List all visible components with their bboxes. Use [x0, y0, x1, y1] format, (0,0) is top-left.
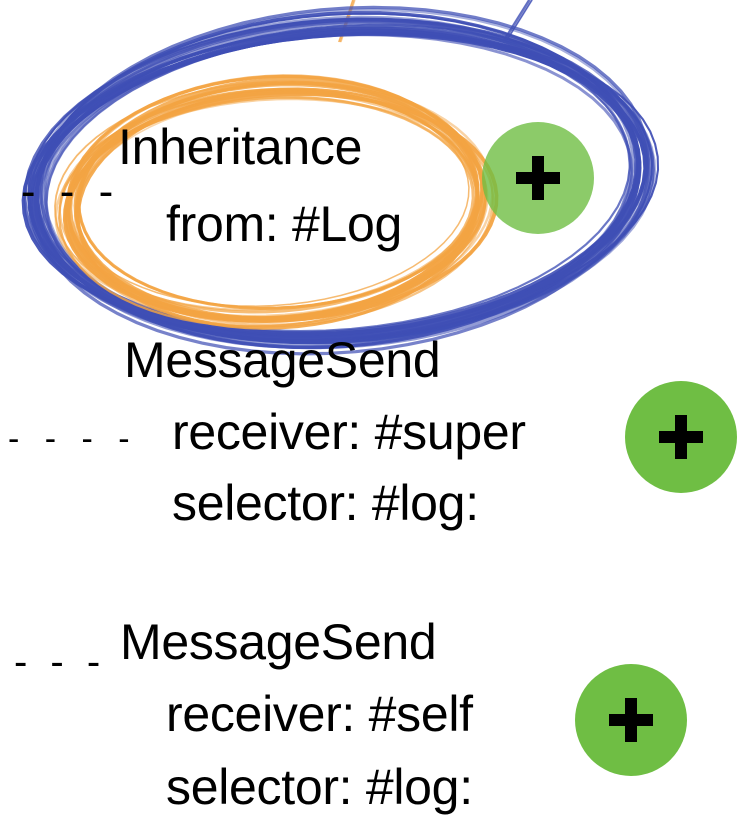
- node-3-type-label: MessageSend: [120, 614, 437, 670]
- node-3-receiver-property: receiver: #self: [166, 686, 473, 742]
- node-1-from-property: from: #Log: [166, 196, 403, 252]
- node-3-add-button[interactable]: [575, 664, 687, 776]
- node-1-add-button[interactable]: [482, 122, 594, 234]
- inner-highlight-ring: [54, 74, 499, 330]
- node-1-type-label: Inheritance: [118, 119, 363, 175]
- node-2-selector-property: selector: #log:: [172, 475, 479, 531]
- node-3-selector-property: selector: #log:: [166, 759, 473, 815]
- dashed-connector-1: ‑ ‑ ‑ ‑: [0, 167, 120, 216]
- dashed-connector-2: - - - -: [8, 420, 138, 458]
- node-2-add-button[interactable]: [625, 381, 737, 493]
- plus-icon: [607, 696, 655, 744]
- outer-highlight-ring: [21, 5, 660, 356]
- dashed-connector-3: - - -: [14, 640, 107, 684]
- node-2-type-label: MessageSend: [124, 332, 441, 388]
- plus-icon: [657, 413, 705, 461]
- node-2-receiver-property: receiver: #super: [172, 404, 526, 460]
- plus-icon: [514, 154, 562, 202]
